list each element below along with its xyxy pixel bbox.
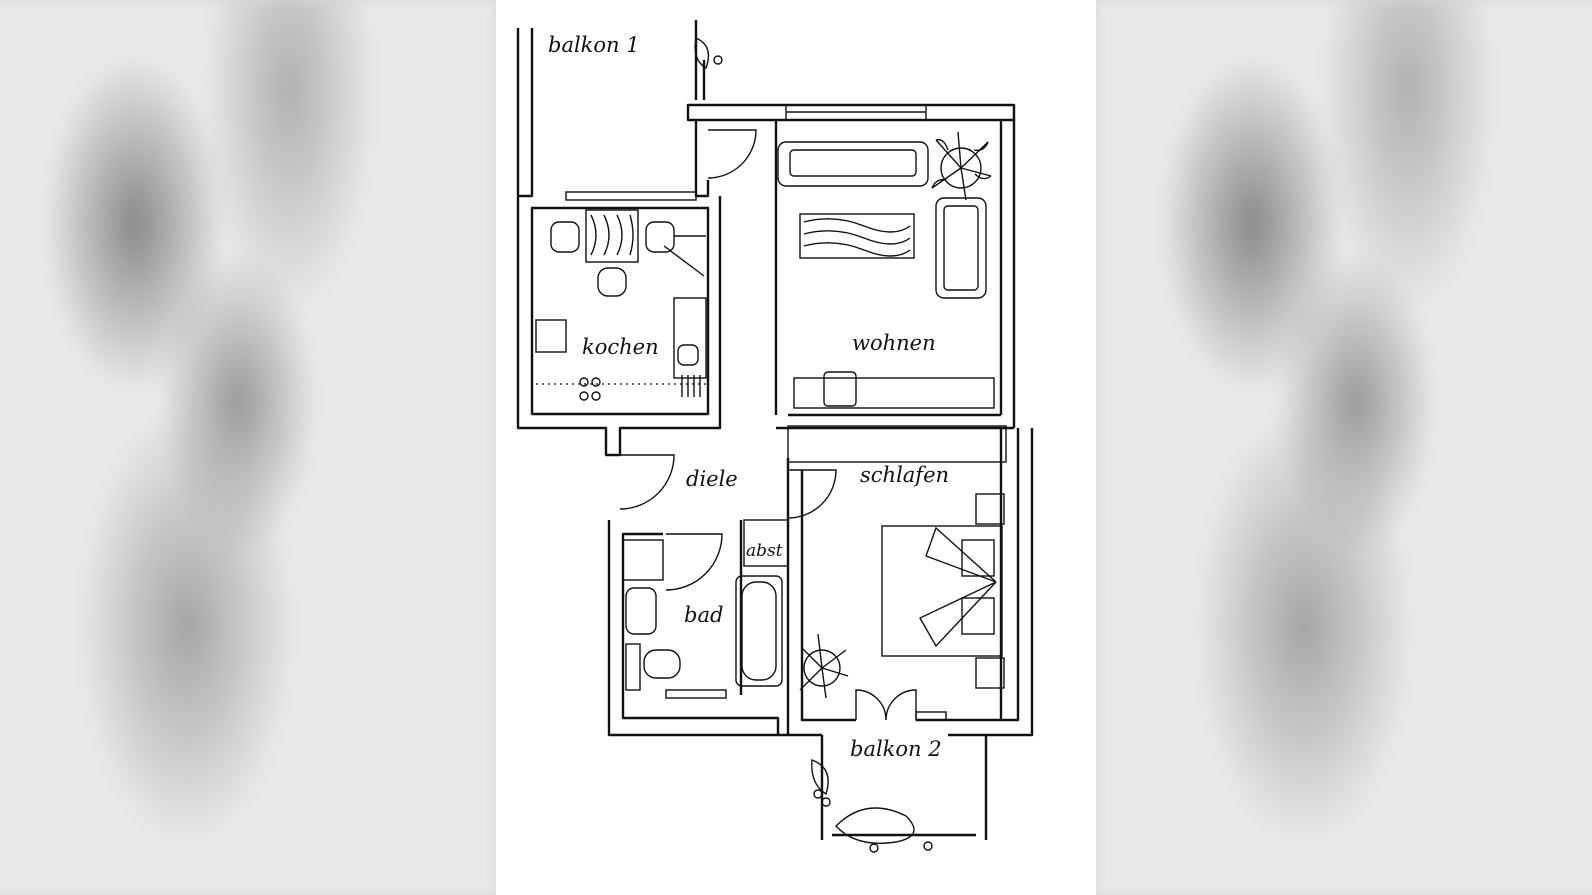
floor-plan-sheet: balkon 1 kochen wohnen diele schlafen ab… [496,0,1096,895]
living-furniture [777,131,995,409]
room-label-balcony-1: balkon 1 [548,33,640,57]
blurred-background-left [0,0,496,895]
room-label-bath: bad [684,603,723,627]
kitchen-furniture [535,209,707,401]
doors [619,129,917,721]
bedroom-furniture [787,425,1007,699]
plant-icon [931,131,992,201]
leaf-icon [694,36,710,70]
room-label-balcony-2: balkon 2 [850,737,942,761]
room-label-living: wohnen [852,331,936,355]
room-label-hall: diele [686,467,738,491]
bath-furniture [622,519,789,691]
plant-icon [799,633,849,699]
leaf-icon [811,759,829,796]
balcony-plants [694,36,933,853]
floor-plan-drawing: balkon 1 kochen wohnen diele schlafen ab… [516,20,1034,853]
blurred-background-right [1096,0,1592,895]
room-label-kitchen: kochen [582,335,659,359]
exterior-walls [516,20,1034,840]
room-label-bedroom: schlafen [860,463,949,487]
room-label-storage: abst [746,541,783,561]
leaf-icon [835,807,915,844]
